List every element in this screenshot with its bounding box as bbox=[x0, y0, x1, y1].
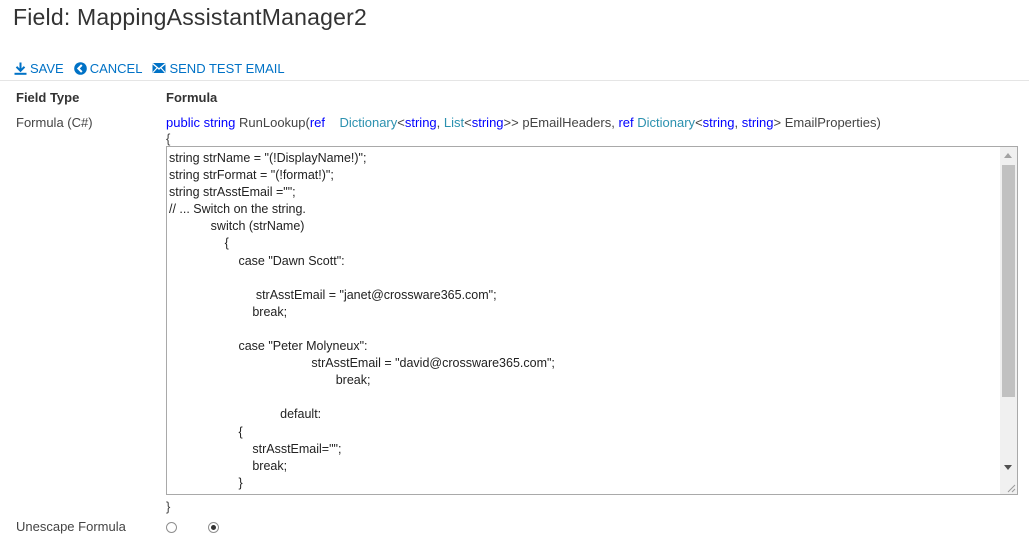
editor-scrollbar[interactable] bbox=[1000, 147, 1017, 494]
sig-lt1: < bbox=[397, 115, 405, 130]
save-button[interactable]: SAVE bbox=[14, 61, 64, 76]
page-title: Field: MappingAssistantManager2 bbox=[13, 4, 367, 30]
sig-lt2: < bbox=[464, 115, 472, 130]
sig-comma2: , bbox=[734, 115, 739, 130]
cancel-button[interactable]: CANCEL bbox=[73, 60, 143, 76]
formula-code[interactable]: string strName = "(!DisplayName!)"; stri… bbox=[169, 151, 555, 490]
formula-header: Formula bbox=[166, 90, 218, 105]
method-signature: public string RunLookup(ref Dictionary<s… bbox=[166, 115, 881, 130]
field-type-header: Field Type bbox=[16, 90, 80, 105]
sig-lt3: < bbox=[695, 115, 703, 130]
sig-ref1: ref bbox=[309, 115, 326, 130]
scroll-up-icon[interactable] bbox=[1004, 153, 1012, 158]
sig-dict2: Dictionary bbox=[637, 115, 696, 130]
cancel-label: CANCEL bbox=[89, 60, 143, 76]
sig-public: public bbox=[166, 115, 200, 130]
send-test-email-label: SEND TEST EMAIL bbox=[169, 60, 285, 76]
sig-param2: EmailProperties) bbox=[784, 115, 881, 130]
save-label: SAVE bbox=[30, 60, 64, 76]
back-arrow-circle-icon bbox=[73, 61, 87, 75]
toolbar: SAVE CANCEL SEND TEST EMAIL bbox=[14, 59, 295, 77]
resize-grip-icon[interactable] bbox=[1006, 483, 1016, 493]
close-brace: } bbox=[166, 499, 171, 514]
sig-string2: string bbox=[471, 115, 504, 130]
sig-method: RunLookup( bbox=[239, 115, 310, 130]
sig-string4: string bbox=[741, 115, 774, 130]
sig-comma1: , bbox=[436, 115, 441, 130]
open-brace: { bbox=[166, 131, 171, 146]
mail-icon bbox=[152, 62, 167, 73]
toolbar-divider bbox=[0, 80, 1029, 81]
sig-ref2: ref bbox=[618, 115, 634, 130]
download-icon bbox=[14, 62, 27, 75]
sig-list: List bbox=[443, 115, 465, 130]
sig-gt: > bbox=[773, 115, 782, 130]
sig-string1: string bbox=[404, 115, 437, 130]
scroll-down-icon[interactable] bbox=[1004, 465, 1012, 470]
field-type-value: Formula (C#) bbox=[16, 115, 93, 130]
sig-param1: pEmailHeaders, bbox=[522, 115, 615, 130]
unescape-formula-label: Unescape Formula bbox=[16, 519, 126, 534]
sig-gtgt: >> bbox=[503, 115, 519, 130]
scrollbar-thumb[interactable] bbox=[1002, 165, 1015, 397]
send-test-email-button[interactable]: SEND TEST EMAIL bbox=[152, 60, 285, 76]
sig-return-type: string bbox=[203, 115, 236, 130]
sig-string3: string bbox=[702, 115, 735, 130]
sig-dict1: Dictionary bbox=[339, 115, 398, 130]
formula-editor[interactable]: string strName = "(!DisplayName!)"; stri… bbox=[166, 146, 1018, 495]
